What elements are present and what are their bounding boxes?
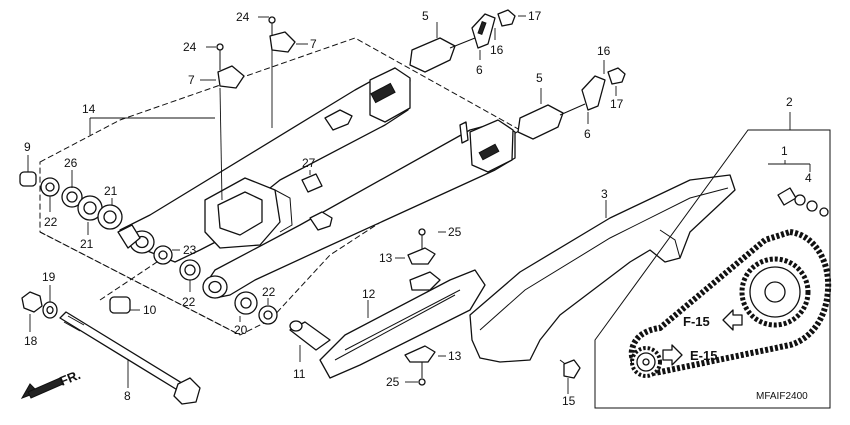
callout-label: 22 <box>182 295 196 309</box>
pivot-bearing-right <box>109 245 278 325</box>
chain-adjuster-upper <box>409 9 526 73</box>
pivot-bolt <box>59 311 201 405</box>
callout-label: 3 <box>601 187 608 201</box>
chain-joint <box>777 187 829 217</box>
callout-label: 5 <box>536 71 543 85</box>
callout-label: 6 <box>476 63 483 77</box>
pivot-nut <box>21 285 58 332</box>
callout-label: 27 <box>302 156 316 170</box>
clamp-leader <box>219 87 223 201</box>
callout-label: 4 <box>805 171 812 185</box>
axis-line <box>99 259 161 301</box>
collar-27 <box>301 170 323 193</box>
callout-label: 13 <box>379 251 393 265</box>
callout-label: 21 <box>104 184 118 198</box>
drive-chain <box>628 228 832 376</box>
callout-label: 23 <box>183 243 197 257</box>
chain-adjuster-lower <box>517 60 626 140</box>
cable-clamp-upper <box>258 16 308 53</box>
callout-label: 20 <box>234 323 248 337</box>
chain-slider <box>319 228 486 386</box>
callout-label: 16 <box>490 43 504 57</box>
direction-label: FR. <box>58 367 83 389</box>
callout-label: 9 <box>24 140 31 154</box>
callout-label: 22 <box>44 215 58 229</box>
callout-label: 25 <box>448 225 462 239</box>
callout-label: 7 <box>310 37 317 51</box>
callout-label: 16 <box>597 44 611 58</box>
pivot-bearing-left <box>19 155 141 249</box>
callout-label: 14 <box>82 102 96 116</box>
callout-label: 18 <box>24 334 38 348</box>
driven-sprocket <box>739 256 811 328</box>
collar-11 <box>289 320 331 362</box>
axis-line <box>39 231 241 336</box>
cable-clamp-lower <box>200 43 245 89</box>
callout-label: 7 <box>188 73 195 87</box>
callout-label: 21 <box>80 237 94 251</box>
chain-case <box>469 174 736 363</box>
callout-label: 10 <box>143 303 157 317</box>
callout-label: 22 <box>262 285 276 299</box>
ref-arrow-e15 <box>662 344 683 366</box>
front-direction-arrow: FR. <box>20 367 83 399</box>
drive-sprocket <box>630 346 662 378</box>
callout-label: 5 <box>422 9 429 23</box>
ref-arrow-f15 <box>722 309 743 331</box>
callout-label: 26 <box>64 156 78 170</box>
callout-label: 17 <box>528 9 542 23</box>
swingarm <box>119 67 516 299</box>
callout-label: 17 <box>610 97 624 111</box>
ref-label-f15[interactable]: F-15 <box>683 314 710 329</box>
callout-label: 12 <box>362 287 376 301</box>
ref-label-e15[interactable]: E-15 <box>690 348 717 363</box>
callout-label: 25 <box>386 375 400 389</box>
callout-label: 8 <box>124 389 131 403</box>
callout-label: 24 <box>236 10 250 24</box>
chain-case-bolt <box>559 359 581 394</box>
callout-label: 24 <box>183 40 197 54</box>
callout-label: 15 <box>562 394 576 408</box>
callout-label: 11 <box>293 367 306 381</box>
callout-label: 19 <box>42 270 56 284</box>
diagram-code: MFAIF2400 <box>756 391 808 402</box>
callout-label: 2 <box>786 95 793 109</box>
callout-label: 1 <box>781 144 788 158</box>
callout-label: 6 <box>584 127 591 141</box>
chain-kit-outline <box>594 129 831 409</box>
callout-label: 13 <box>448 349 462 363</box>
